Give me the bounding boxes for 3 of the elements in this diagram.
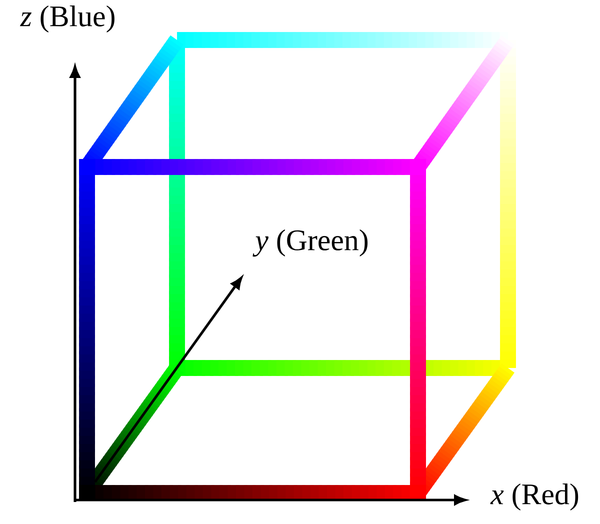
axis-label: z (Blue) (20, 5, 114, 33)
axis-label: x (Red) (490, 483, 578, 511)
axis-label: y (Green) (252, 229, 368, 257)
